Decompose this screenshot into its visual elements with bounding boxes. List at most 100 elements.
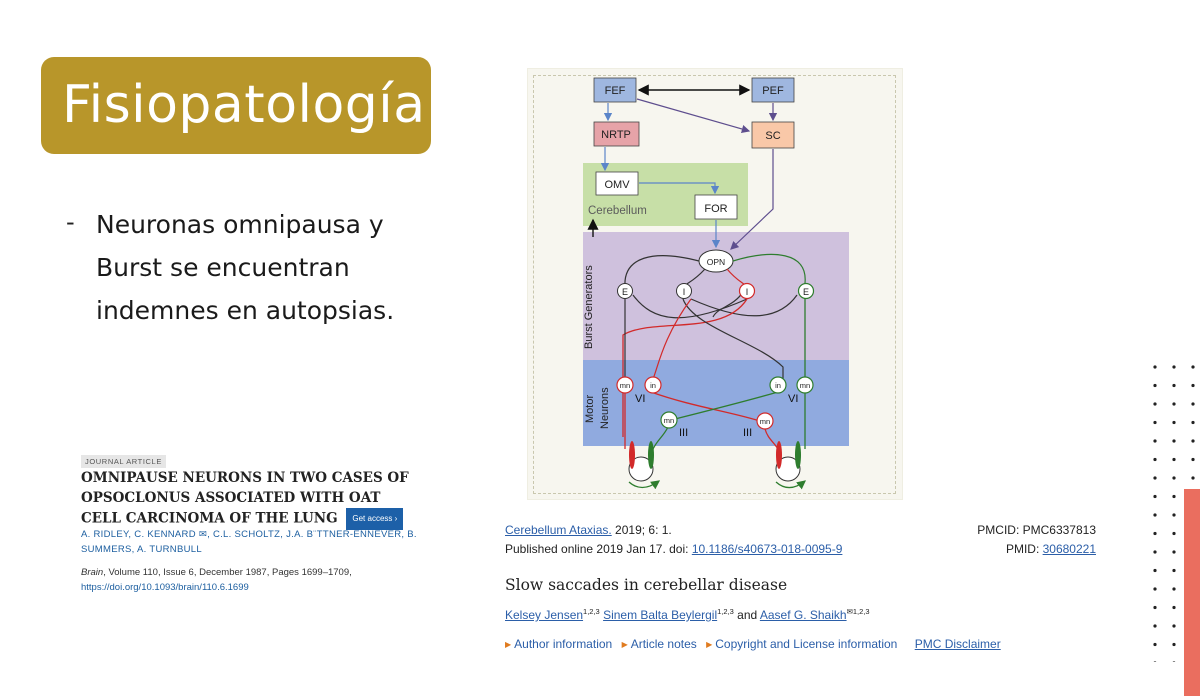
author-2-affil: 1,2,3 <box>717 607 734 616</box>
decorative-dot <box>1172 642 1176 647</box>
left-eye-icon <box>628 441 661 490</box>
decorative-dot <box>1172 513 1176 517</box>
cerebellum-label: Cerebellum <box>588 205 647 217</box>
email-icon[interactable]: ✉ <box>846 607 853 616</box>
decorative-dot <box>1153 383 1157 388</box>
decorative-dot <box>1172 494 1176 499</box>
decorative-dot <box>1153 587 1157 591</box>
and-text: and <box>733 608 760 622</box>
opn-label: OPN <box>707 257 725 267</box>
get-access-button[interactable]: Get access › <box>346 508 404 530</box>
pmid-label: PMID: <box>1005 542 1043 556</box>
author-link-3[interactable]: Aasef G. Shaikh <box>759 608 847 622</box>
fef-label: FEF <box>605 85 626 97</box>
decorative-dot <box>1153 513 1157 517</box>
omv-for-arrow <box>639 182 720 195</box>
fef-box <box>593 77 637 103</box>
pef-box <box>751 77 795 103</box>
slide-title: Fisiopatología <box>41 57 431 154</box>
article-title-text[interactable]: OMNIPAUSE NEURONS IN TWO CASES OF OPSOCL… <box>81 470 409 527</box>
sc-opn-arrow <box>730 149 774 250</box>
e-left-node <box>617 283 633 299</box>
motor-label-1: Motor <box>584 395 596 423</box>
copyright-license-link[interactable]: ▶Copyright and License information <box>706 637 898 651</box>
article-links-row: ▶Author information ▶Article notes ▶Copy… <box>505 637 1001 651</box>
citation-details: , Volume 110, Issue 6, December 1987, Pa… <box>103 567 352 578</box>
pmid-line: PMID: 30680221 <box>1006 542 1096 556</box>
decorative-dot <box>1191 457 1195 462</box>
mn-iii-left-label: mn <box>664 416 674 425</box>
decorative-dot <box>1191 365 1195 369</box>
opn-e-right-path <box>732 253 806 284</box>
decorative-dot-grid <box>1153 365 1195 662</box>
author-3-affil: ✉1,2,3 <box>846 607 870 616</box>
fef-sc-arrow <box>636 98 751 134</box>
decorative-dot <box>1153 420 1157 425</box>
e-left-label: E <box>622 287 628 297</box>
mn-left-label: mn <box>620 381 630 390</box>
for-box <box>694 194 738 220</box>
decorative-dot <box>1172 457 1176 462</box>
mn-iii-left-node <box>660 411 678 429</box>
decorative-dot <box>1172 439 1176 443</box>
decorative-dot <box>1153 439 1157 443</box>
mn-iii-right-label: mn <box>760 417 770 426</box>
decorative-dot <box>1153 494 1157 499</box>
doi-link[interactable]: 10.1186/s40673-018-0095-9 <box>691 542 843 556</box>
i-left-label: I <box>683 287 686 297</box>
decorative-dot <box>1172 383 1176 388</box>
decorative-dot <box>1191 420 1195 425</box>
expand-triangle-icon: ▶ <box>505 640 512 649</box>
decorative-dot <box>1172 420 1176 425</box>
nrtp-box <box>593 121 640 147</box>
article-doi-link[interactable]: https://doi.org/10.1093/brain/110.6.1699 <box>81 582 249 593</box>
author-information-link[interactable]: ▶Author information <box>505 637 613 651</box>
decorative-dot <box>1153 624 1157 628</box>
omv-label: OMV <box>604 179 630 191</box>
decorative-dot <box>1172 587 1176 591</box>
decorative-dot <box>1191 383 1195 388</box>
journal-link[interactable]: Cerebellum Ataxias. <box>505 523 612 537</box>
decorative-dot <box>1172 402 1176 406</box>
pmc-disclaimer-link[interactable]: PMC Disclaimer <box>914 637 1001 651</box>
sc-label: SC <box>765 130 780 142</box>
decorative-dot <box>1172 605 1176 610</box>
decorative-dot <box>1153 365 1157 369</box>
e-right-node <box>797 282 815 300</box>
article-title[interactable]: OMNIPAUSE NEURONS IN TWO CASES OF OPSOCL… <box>81 469 411 530</box>
saccade-circuit-diagram: FEF PEF NRTP SC OMV Cerebellum FOR Burst… <box>583 77 849 490</box>
bullet-text: Neuronas omnipausa y Burst se encuentran… <box>96 210 395 325</box>
sc-box <box>751 121 795 149</box>
in-left-node <box>644 376 662 394</box>
decorative-dot <box>1153 550 1157 554</box>
decorative-dot <box>1172 568 1176 573</box>
decorative-dot <box>1153 642 1157 647</box>
decorative-dot <box>1172 661 1176 662</box>
e-left-i-right-path <box>632 294 748 319</box>
i-right-red-path <box>622 298 748 437</box>
decorative-dot <box>1153 531 1157 536</box>
i-right-label: I <box>746 287 749 297</box>
mn-right-label: mn <box>800 381 810 390</box>
author-link-2[interactable]: Sinem Balta Beylergil <box>603 608 718 622</box>
vi-right-label: VI <box>788 393 798 405</box>
i-left-red-path <box>652 298 692 380</box>
omv-box <box>595 171 639 196</box>
author-link-1[interactable]: Kelsey Jensen <box>505 608 584 622</box>
journal-volume: 2019; 6: 1. <box>611 523 672 537</box>
pmid-link[interactable]: 30680221 <box>1042 542 1096 556</box>
decorative-dot <box>1191 439 1195 443</box>
expand-triangle-icon: ▶ <box>706 640 713 649</box>
mn-iii-right-node <box>756 412 774 430</box>
paper-title: Slow saccades in cerebellar disease <box>505 576 788 594</box>
for-label: FOR <box>704 203 727 215</box>
in-right-iii-left-path <box>674 391 779 420</box>
decorative-dot <box>1172 550 1176 554</box>
reference-journal-line: Cerebellum Ataxias. 2019; 6: 1. <box>505 523 672 537</box>
article-authors[interactable]: A. RIDLEY, C. KENNARD ✉, C.L. SCHOLTZ, J… <box>81 529 417 555</box>
pef-label: PEF <box>762 85 784 97</box>
article-notes-link[interactable]: ▶Article notes <box>621 637 697 651</box>
i-left-black-path <box>682 298 784 379</box>
journal-tag: JOURNAL ARTICLE <box>81 455 166 468</box>
journal-name: Brain <box>81 567 104 578</box>
